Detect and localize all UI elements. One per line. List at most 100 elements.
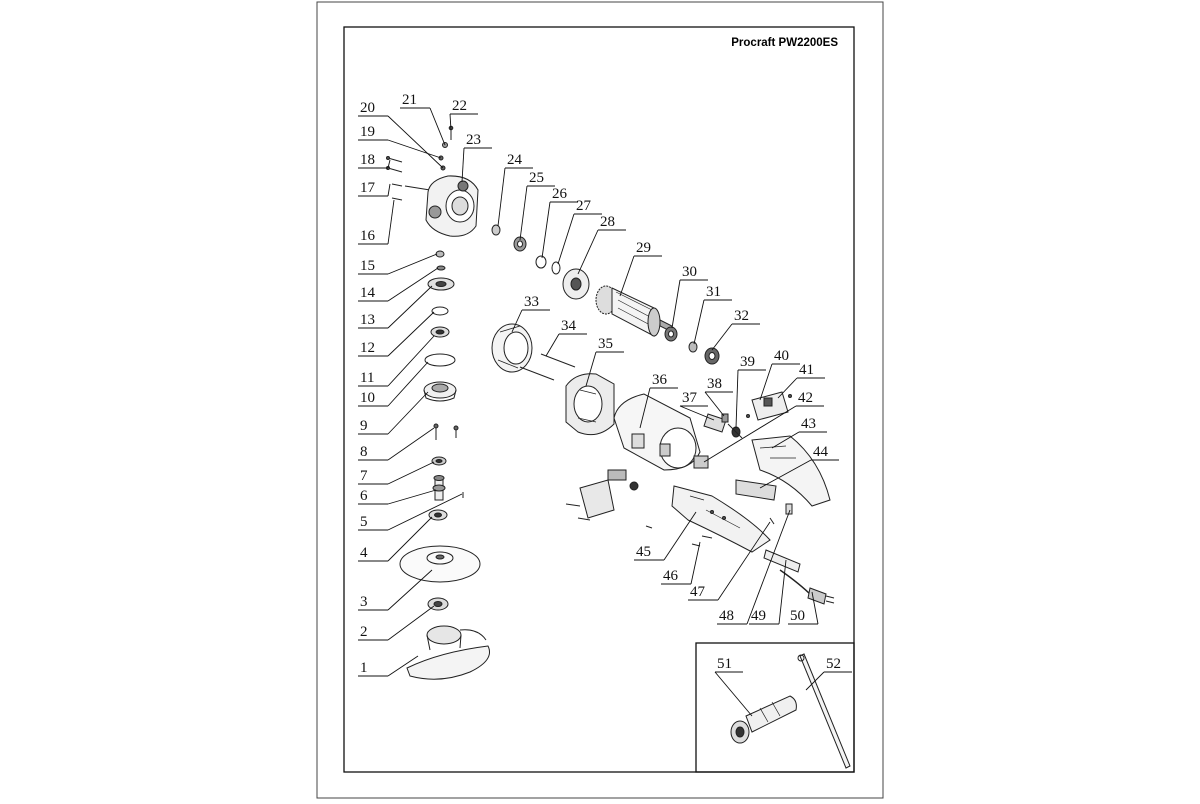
callout-leader-36: [639, 387, 651, 429]
callout-leader-42: [703, 405, 797, 463]
part-3-grinding-disc: [399, 545, 481, 583]
part-47-48-cable-clamp: [769, 503, 793, 525]
callout-number-29: 29: [636, 240, 651, 256]
callout-number-5: 5: [360, 514, 368, 530]
callout-number-20: 20: [360, 100, 375, 116]
part-4-inner-flange: [428, 509, 448, 521]
callout-leader-4: [387, 516, 433, 562]
callout-leader-30: [671, 279, 681, 329]
callout-number-22: 22: [452, 98, 467, 114]
part-11-bearing: [430, 326, 450, 338]
callout-number-31: 31: [706, 284, 721, 300]
part-49-cable-protector: [763, 549, 801, 573]
callout-number-52: 52: [826, 656, 841, 672]
callout-number-36: 36: [652, 372, 668, 388]
callout-leader-28: [577, 229, 599, 275]
part-illustrations: [386, 125, 851, 769]
part-7-bearing: [431, 456, 447, 466]
callout-number-25: 25: [529, 170, 544, 186]
callout-number-43: 43: [801, 416, 816, 432]
callout-leader-43: [771, 431, 800, 449]
callout-leader-19: [387, 139, 442, 159]
part-24-bearing: [491, 224, 501, 236]
callout-number-39: 39: [740, 354, 755, 370]
callout-leader-21: [429, 107, 446, 146]
part-50-power-cord: [779, 569, 835, 605]
part-32-fan: [704, 347, 720, 365]
part-29-armature: [595, 285, 673, 337]
part-23-gear-housing: [425, 175, 479, 237]
part-26-washer: [535, 255, 547, 269]
part-52-spanner-wrench: [797, 653, 851, 769]
callout-leader-45: [663, 511, 697, 561]
callout-number-38: 38: [707, 376, 722, 392]
callout-number-4: 4: [360, 545, 368, 561]
callout-leader-26: [541, 201, 551, 259]
callout-leader-16: [387, 199, 395, 245]
callout-leader-17: [387, 183, 391, 197]
callout-number-30: 30: [682, 264, 697, 280]
callout-number-46: 46: [663, 568, 679, 584]
callout-leader-51: [714, 671, 753, 717]
callout-leader-22: [449, 113, 452, 131]
part-45-handle-housing: [671, 485, 771, 553]
callout-leader-18: [387, 159, 391, 169]
callout-number-6: 6: [360, 488, 368, 504]
callout-number-34: 34: [561, 318, 577, 334]
part-46-screws: [645, 525, 713, 547]
callout-number-40: 40: [774, 348, 789, 364]
callout-leader-44: [759, 459, 812, 489]
callout-number-44: 44: [813, 444, 829, 460]
callout-leader-34: [545, 333, 560, 357]
part-36-motor-housing: [613, 393, 701, 471]
callout-leader-10: [387, 361, 429, 407]
callout-leader-15: [387, 253, 438, 275]
callout-leader-2: [387, 605, 435, 641]
callout-number-24: 24: [507, 152, 523, 168]
callout-leader-35: [585, 351, 597, 387]
callout-number-3: 3: [360, 594, 368, 610]
callout-leader-6: [387, 489, 437, 505]
part-10-o-ring: [424, 353, 456, 367]
callout-number-45: 45: [636, 544, 651, 560]
callout-leader-5: [387, 493, 463, 531]
part-8-screws: [433, 423, 459, 440]
model-title: Procraft PW2200ES: [731, 37, 838, 49]
callout-leader-lines: [358, 107, 852, 717]
callout-leader-41: [777, 377, 798, 399]
part-34-long-screws: [519, 353, 576, 381]
accessory-inset-box: [695, 642, 855, 773]
callout-leader-32: [711, 323, 733, 351]
part-19-22-small-parts: [438, 125, 454, 171]
part-27-circlip: [551, 261, 561, 275]
callout-number-7: 7: [360, 468, 368, 484]
callout-number-51: 51: [717, 656, 732, 672]
callout-number-8: 8: [360, 444, 368, 460]
callout-number-47: 47: [690, 584, 706, 600]
part-40-41-rear-cover: [746, 391, 792, 421]
callout-number-9: 9: [360, 418, 368, 434]
callout-number-12: 12: [360, 340, 375, 356]
callout-number-17: 17: [360, 180, 376, 196]
callout-leader-23: [461, 147, 465, 183]
part-16-18-screws: [386, 156, 431, 201]
callout-leader-3: [387, 569, 433, 611]
callout-leader-47: [717, 521, 771, 601]
callout-number-50: 50: [790, 608, 805, 624]
callout-number-32: 32: [734, 308, 749, 324]
callout-number-37: 37: [682, 390, 698, 406]
callout-leader-9: [387, 391, 429, 435]
callout-number-35: 35: [598, 336, 613, 352]
callout-number-16: 16: [360, 228, 376, 244]
callout-leader-11: [387, 335, 435, 387]
part-1-wheel-guard: [406, 625, 490, 680]
speed-control-module: [565, 469, 639, 521]
part-12-circlip: [431, 306, 449, 316]
callout-number-15: 15: [360, 258, 375, 274]
callout-number-13: 13: [360, 312, 375, 328]
callout-number-33: 33: [524, 294, 539, 310]
part-13-gear: [427, 277, 455, 291]
part-35-stator: [565, 373, 615, 436]
